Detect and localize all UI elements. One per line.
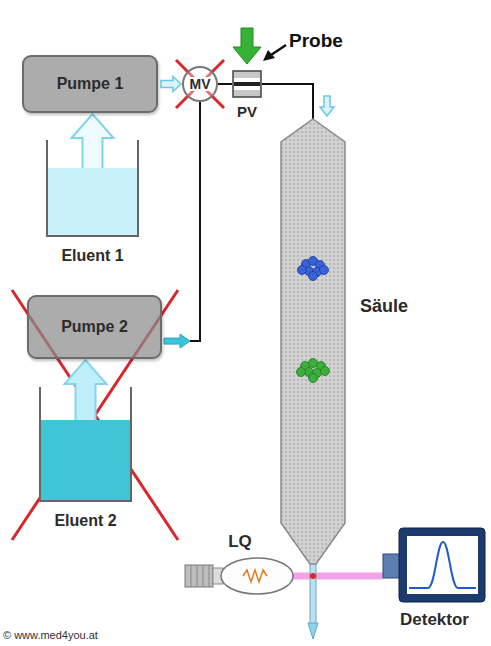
pump-box: Pumpe 2	[27, 295, 162, 359]
flow-connector	[218, 84, 232, 85]
text-holder: Eluent 1	[61, 247, 123, 265]
text-holder: Pumpe 2	[29, 297, 160, 357]
analyte-sphere	[320, 266, 329, 275]
column-shape	[280, 118, 346, 640]
lamp-shape	[185, 556, 295, 596]
flow-connector	[164, 102, 200, 348]
beaker-shape	[45, 138, 140, 238]
beaker-outline	[40, 387, 131, 501]
analyte-sphere	[298, 266, 307, 275]
valve-label: PV	[237, 103, 257, 120]
lamp-thread	[197, 565, 198, 587]
analyte-sphere	[309, 272, 318, 281]
leader-head	[263, 50, 275, 61]
lamp-label: LQ	[228, 532, 252, 552]
flow-connector	[287, 576, 383, 577]
injection-valve: PV	[232, 70, 262, 98]
column-body	[281, 119, 345, 564]
pump-label: Pumpe 1	[57, 75, 124, 93]
text-holder: Eluent 2	[54, 512, 116, 530]
lamp-thread	[209, 565, 210, 587]
flow-direction-arrow	[320, 96, 334, 116]
text-holder: Detektor	[400, 610, 469, 630]
copyright-note: © www.med4you.at	[3, 629, 98, 642]
eluent-beaker: Eluent 1	[45, 138, 140, 238]
lamp-bulb	[221, 558, 293, 594]
cross-out-line	[176, 60, 224, 108]
column-tube	[310, 562, 316, 624]
tubing-line	[262, 84, 313, 119]
pump-box: Pumpe 1	[22, 55, 158, 113]
flow-arrow-shape	[65, 360, 107, 425]
flow-arrow	[65, 360, 107, 425]
text-holder: Pumpe 1	[24, 57, 156, 111]
valve-band	[234, 78, 260, 82]
light-source: LQ	[185, 556, 295, 596]
text-holder: Säule	[360, 296, 408, 317]
lamp-thread	[203, 565, 204, 587]
valve-label: MV	[189, 77, 212, 91]
eluent-label: Eluent 2	[54, 512, 116, 530]
lamp-filament	[243, 570, 267, 582]
flow-connector	[161, 77, 181, 92]
flow-arrow-shape	[161, 77, 181, 92]
detector-monitor: Detektor	[383, 528, 486, 602]
eluent-label: Eluent 1	[61, 247, 123, 265]
beaker-outline	[47, 140, 138, 236]
analyte-sphere	[321, 367, 330, 376]
sample-label: Probe	[289, 30, 343, 52]
leader-line	[271, 45, 286, 55]
analyte-sphere	[309, 374, 318, 383]
tubing-line	[190, 102, 200, 341]
valve-band	[234, 86, 260, 90]
detector-shape	[383, 528, 486, 602]
detector-window	[383, 554, 400, 578]
beaker-shape	[38, 385, 133, 503]
cross-out-line	[12, 290, 178, 540]
eluent-liquid	[40, 420, 131, 501]
cross-out-line	[176, 60, 224, 108]
monitor-frame	[399, 528, 485, 602]
text-holder: LQ	[228, 532, 252, 552]
light-beam	[287, 573, 383, 580]
flow-arrow-shape	[164, 334, 190, 348]
valve-circle	[183, 67, 217, 101]
text-holder: PV	[237, 103, 257, 120]
column-label: Säule	[360, 296, 408, 317]
valve-body	[233, 71, 261, 97]
column-tip	[308, 623, 318, 639]
detector-label: Detektor	[400, 610, 469, 630]
text-holder: MV	[182, 66, 218, 102]
tubing-line	[218, 83, 232, 85]
injection-arrow	[233, 28, 261, 64]
signal-peak	[409, 542, 476, 588]
hplc-column: Säule	[280, 118, 346, 640]
pump-label: Pumpe 2	[61, 318, 128, 336]
monitor-screen	[407, 536, 478, 594]
cross-out-line	[12, 290, 178, 540]
measuring-spot	[310, 573, 316, 579]
flow-connector	[262, 84, 334, 119]
lamp-base	[185, 565, 213, 587]
pv-shape	[232, 70, 262, 98]
valve-band	[234, 82, 260, 86]
eluent-liquid	[47, 168, 138, 236]
lamp-thread	[191, 565, 192, 587]
eluent-beaker: Eluent 2	[38, 385, 133, 503]
mixing-valve: MV	[182, 66, 218, 102]
analyte-sphere	[297, 368, 306, 377]
